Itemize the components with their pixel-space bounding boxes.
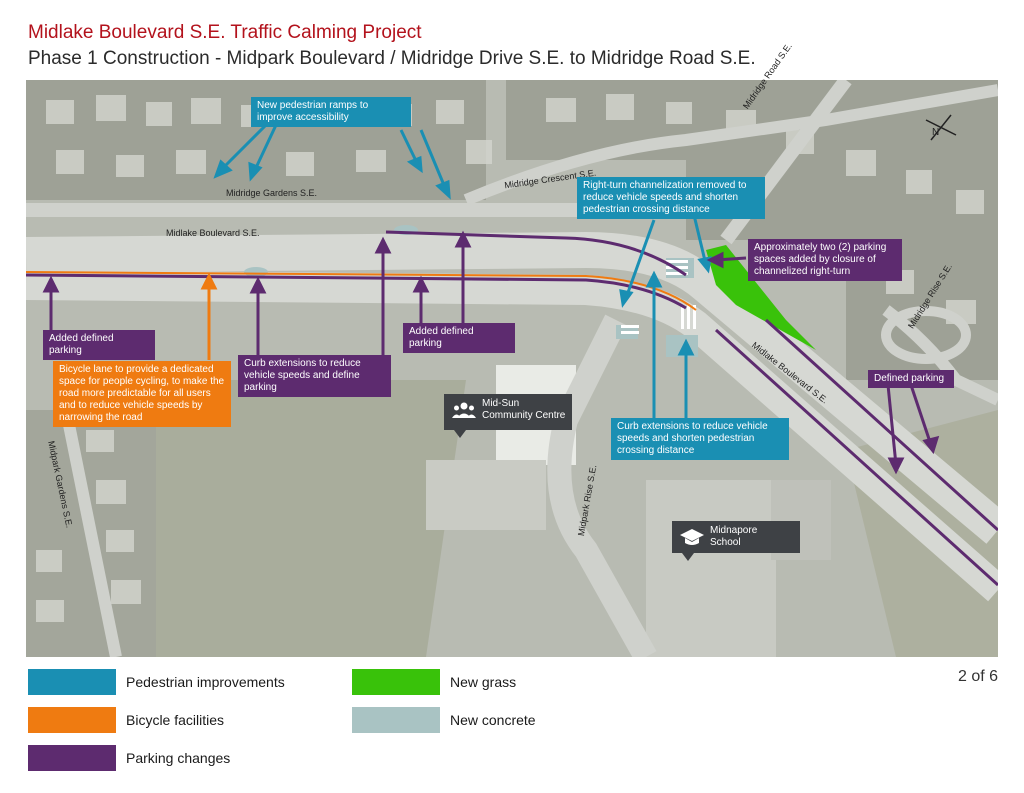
place-school: Midnapore School (672, 521, 800, 561)
marker-pointer (682, 553, 694, 561)
legend-swatch-bicycle (28, 707, 116, 733)
svg-text:N: N (932, 127, 939, 138)
callout-added-defined-parking-west: Added defined parking (43, 330, 155, 360)
street-label-midlake-boulevard-west: Midlake Boulevard S.E. (166, 228, 260, 238)
house-roofs (46, 94, 984, 324)
legend-label-concrete: New concrete (450, 712, 536, 728)
place-label-school: Midnapore School (710, 525, 758, 548)
parking-arrows (42, 230, 940, 475)
school-roof (646, 480, 776, 657)
callout-defined-parking-east: Defined parking (868, 370, 954, 388)
page-number: 2 of 6 (957, 668, 998, 685)
legend-label-grass: New grass (450, 674, 517, 690)
callout-two-parking-spaces: Approximately two (2) parking spaces add… (748, 239, 902, 281)
bicycle-arrow (200, 272, 218, 360)
legend-label-parking: Parking changes (126, 750, 231, 766)
pedestrian-arrows (213, 123, 712, 420)
callout-pedestrian-ramps: New pedestrian ramps to improve accessib… (251, 97, 411, 127)
midridge-rise-loop (881, 306, 971, 364)
callout-bicycle-lane: Bicycle lane to provide a dedicated spac… (53, 361, 231, 427)
legend-swatch-grass (352, 669, 440, 695)
field (156, 380, 466, 657)
north-arrow-icon: N (925, 114, 957, 141)
legend-label-pedestrian: Pedestrian improvements (126, 674, 285, 690)
legend-swatch-parking (28, 745, 116, 771)
parking-line-north (385, 230, 687, 277)
parking-lot (426, 460, 546, 530)
midridge-crescent-road (463, 84, 1000, 206)
midpark-gardens-road (60, 408, 122, 659)
street-label-midridge-gardens: Midridge Gardens S.E. (226, 188, 318, 198)
graduation-cap-icon (680, 529, 704, 545)
marker-pointer (454, 430, 466, 438)
aerial-map: N Midridge Gardens S.E. Midridge Crescen… (25, 41, 1010, 663)
legend-swatch-pedestrian (28, 669, 116, 695)
place-label-community-centre: Mid-Sun Community Centre (482, 398, 566, 421)
people-icon (452, 402, 476, 418)
place-community-centre: Mid-Sun Community Centre (444, 394, 572, 438)
parking-line-south-west (25, 273, 687, 310)
parking-line-east (764, 318, 1000, 532)
callout-curb-extensions-parking: Curb extensions to reduce vehicle speeds… (238, 355, 391, 397)
midlake-boulevard-south (25, 270, 1008, 602)
bicycle-lane-line (25, 271, 697, 311)
page-title: Midlake Boulevard S.E. Traffic Calming P… (28, 22, 422, 43)
callout-added-defined-parking-mid: Added defined parking (403, 323, 515, 353)
legend-swatch-concrete (352, 707, 440, 733)
new-grass-area (706, 245, 816, 350)
page-subtitle: Phase 1 Construction - Midpark Boulevard… (28, 48, 756, 69)
callout-right-turn-channelization: Right-turn channelization removed to red… (577, 177, 765, 219)
house-roofs-sw (36, 430, 141, 622)
callout-curb-extensions-pedestrian: Curb extensions to reduce vehicle speeds… (611, 418, 789, 460)
legend-label-bicycle: Bicycle facilities (126, 712, 225, 728)
parking-line-southeast (714, 328, 1000, 587)
